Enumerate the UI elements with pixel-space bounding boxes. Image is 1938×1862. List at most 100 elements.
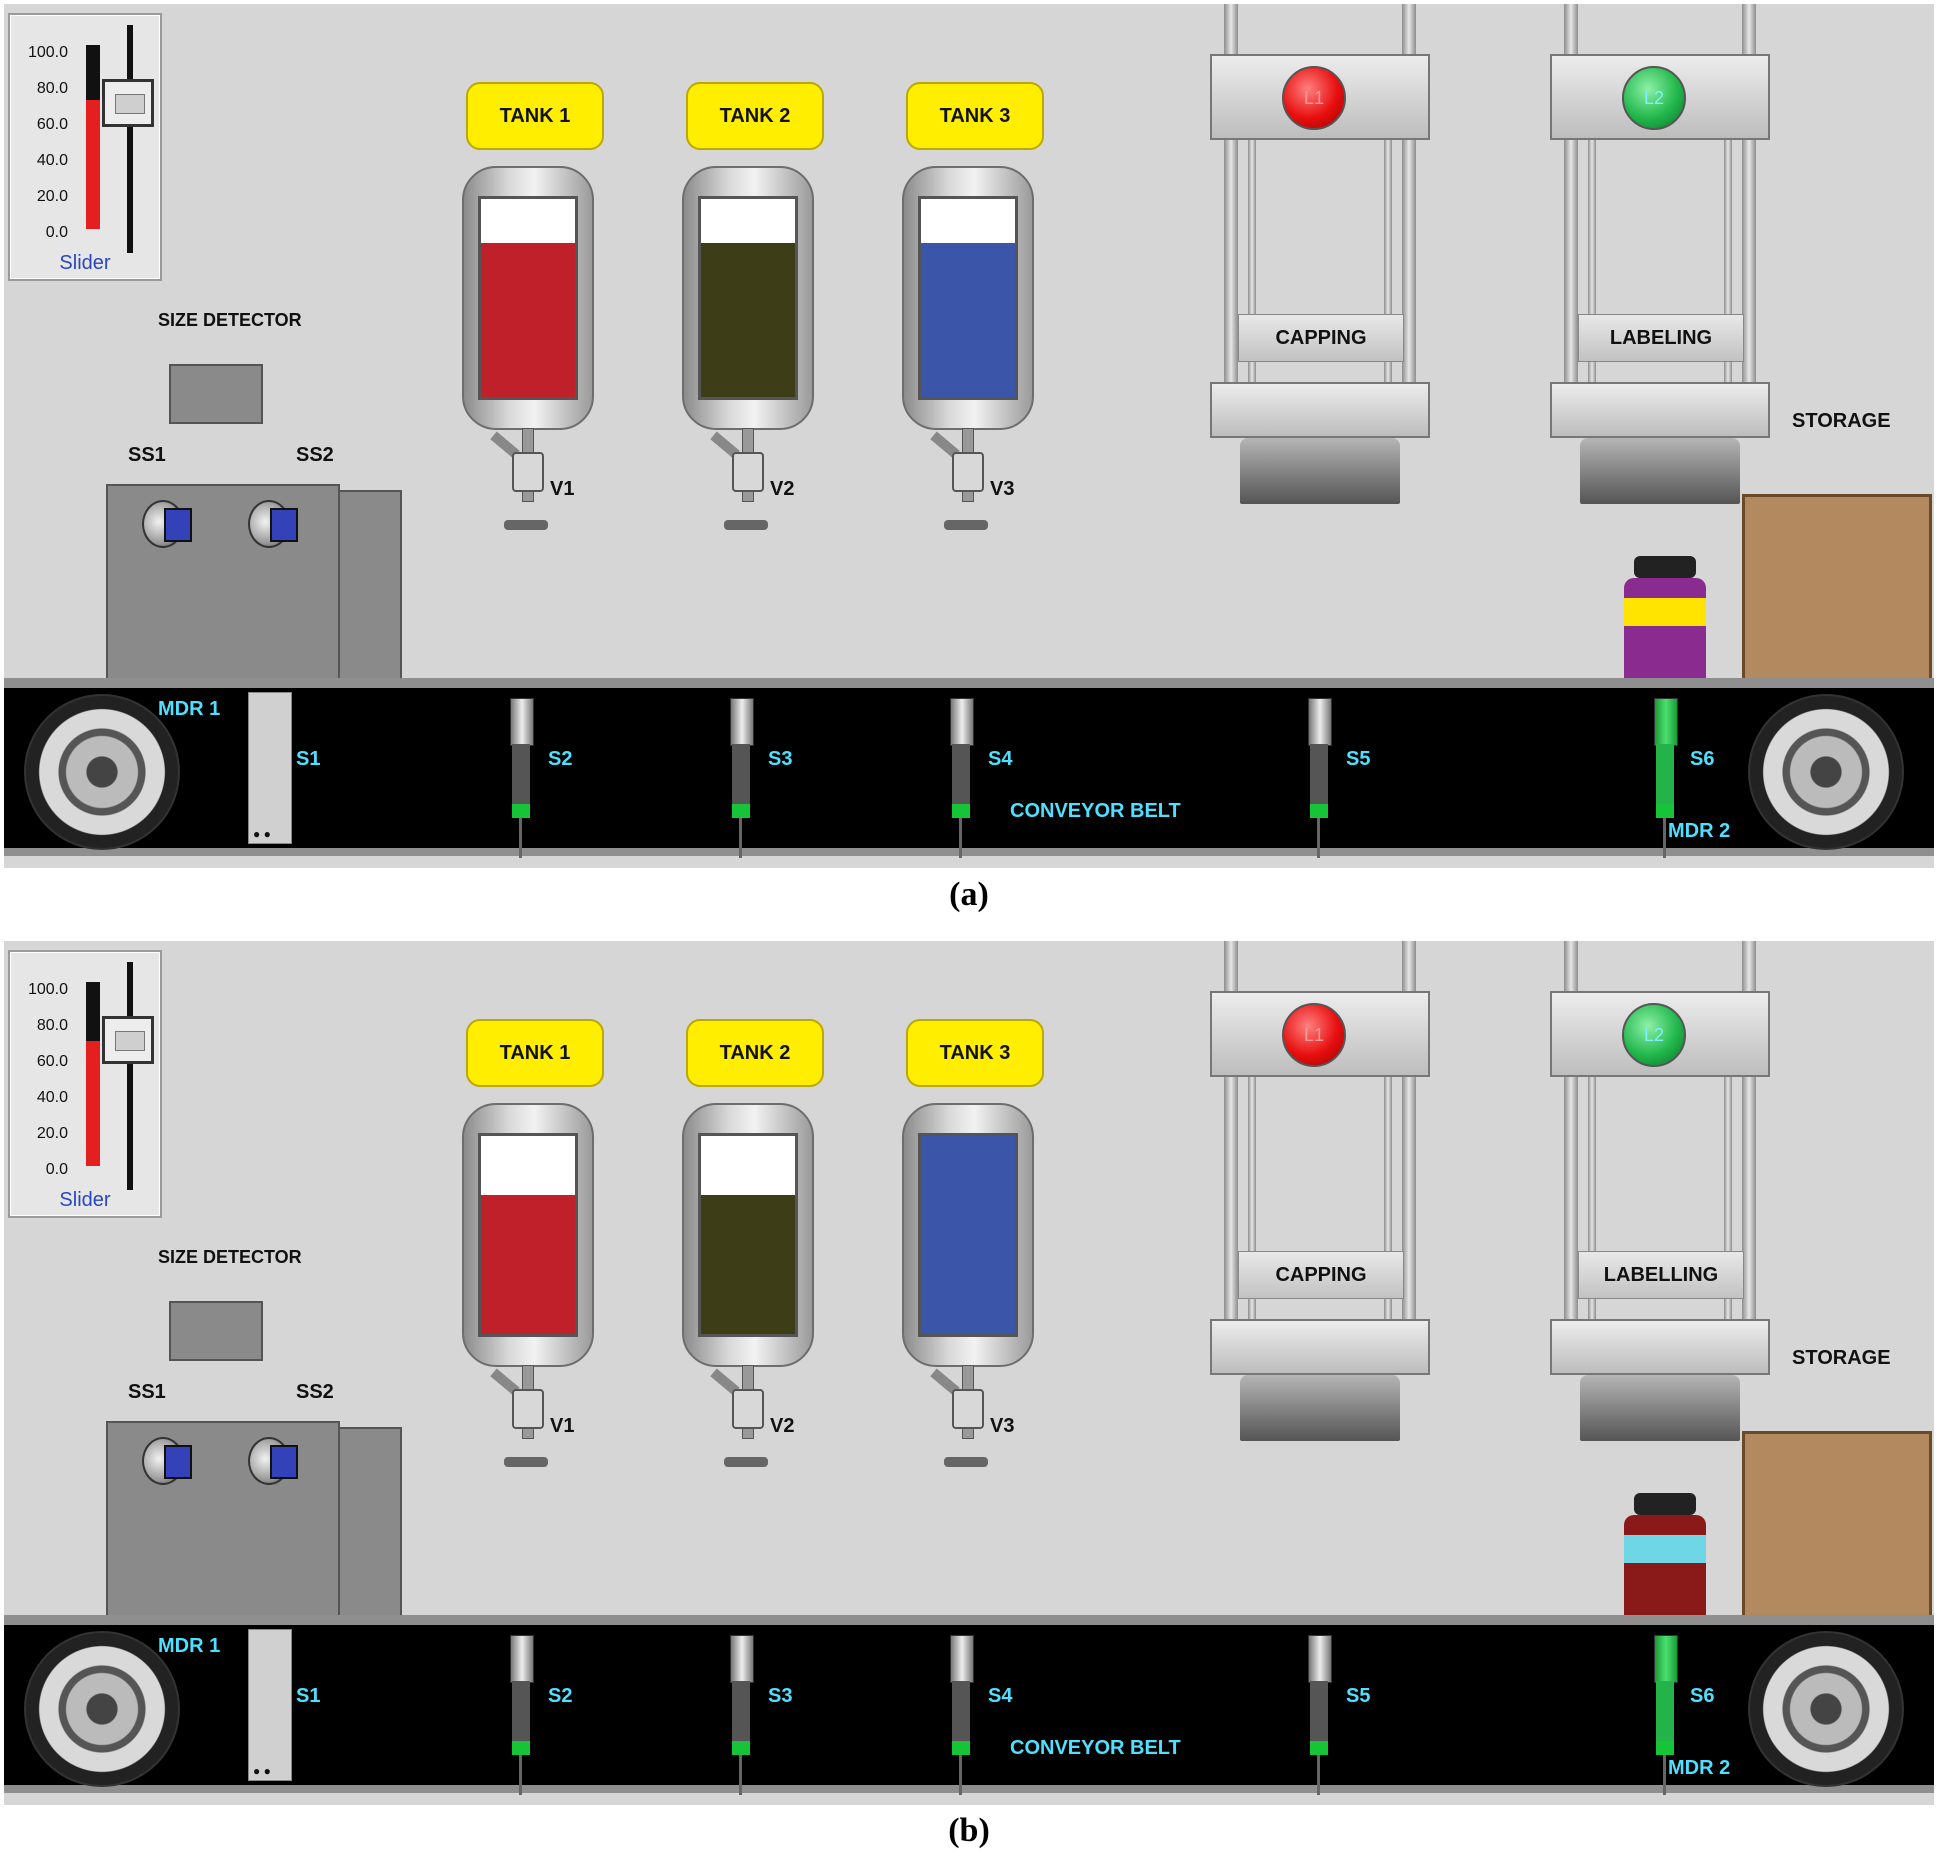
valve-1[interactable]: [490, 1365, 548, 1469]
tank-2-label: TANK 2: [686, 82, 824, 150]
ss1-label: SS1: [128, 444, 166, 466]
lamp-l2-indicator: L2: [1622, 66, 1686, 130]
tank-2-window: [698, 1133, 798, 1337]
tank-2-label: TANK 2: [686, 1019, 824, 1087]
ss2-label: SS2: [296, 444, 334, 466]
s5-label: S5: [1346, 748, 1371, 770]
s3-label: S3: [768, 748, 793, 770]
tank-1-liquid: [481, 1195, 575, 1334]
slider-tick: 100.0: [27, 981, 68, 998]
s6-label: S6: [1690, 748, 1715, 770]
station-1-label: CAPPING: [1238, 1251, 1404, 1299]
valve-3[interactable]: [930, 428, 988, 532]
mdr2-label: MDR 2: [1668, 1757, 1731, 1779]
slider-level-fill: [86, 100, 100, 229]
s4-proximity-sensor: [948, 698, 974, 858]
size-detector-title: SIZE DETECTOR: [158, 310, 302, 330]
mdr1-roller: [24, 694, 180, 850]
slider-knob[interactable]: [102, 1016, 154, 1064]
valve-1[interactable]: [490, 428, 548, 532]
ss1-sensor-body: [164, 508, 192, 542]
station-1-top-plate: L1: [1210, 54, 1430, 140]
tank-2: [682, 1103, 814, 1367]
station-2: L2 LABELLING: [1550, 941, 1770, 1445]
tank-3: [902, 1103, 1034, 1367]
slider-tick: 100.0: [27, 44, 68, 61]
size-detector-title: SIZE DETECTOR: [158, 1247, 302, 1267]
bottle-cap: [1634, 556, 1696, 578]
lamp-l1-indicator: L1: [1282, 1003, 1346, 1067]
tank-1-window: [478, 1133, 578, 1337]
caption-a: (a): [949, 876, 989, 913]
slider-level-bar: [86, 982, 100, 1166]
slider-tick: 20.0: [36, 188, 68, 205]
tank-3-window: [918, 1133, 1018, 1337]
s4-label: S4: [988, 1685, 1013, 1707]
slider-caption: Slider: [59, 1189, 111, 1211]
tank-2: [682, 166, 814, 430]
storage-label: STORAGE: [1792, 1347, 1891, 1369]
tank-1-liquid: [481, 242, 575, 397]
s5-label: S5: [1346, 1685, 1371, 1707]
tank-3-liquid: [921, 242, 1015, 397]
mdr2-roller: [1748, 1631, 1904, 1787]
ss1-sensor-body: [164, 1445, 192, 1479]
valve-2-label: V2: [770, 1415, 795, 1437]
s1-sensor: [248, 1629, 292, 1781]
s2-proximity-sensor: [508, 1635, 534, 1795]
valve-3-label: V3: [990, 1415, 1015, 1437]
station-1-base: [1240, 438, 1400, 504]
slider-tick: 80.0: [36, 1017, 68, 1034]
ss2-sensor-body: [270, 1445, 298, 1479]
tank-3-label: TANK 3: [906, 1019, 1044, 1087]
slider-tick: 60.0: [36, 116, 68, 133]
station-1-top-plate: L1: [1210, 991, 1430, 1077]
station-2-base: [1580, 1375, 1740, 1441]
tank-2-liquid: [701, 242, 795, 397]
station-1: L1 CAPPING: [1210, 4, 1430, 508]
valve-2[interactable]: [710, 428, 768, 532]
mdr1-roller: [24, 1631, 180, 1787]
ss2-sensor-body: [270, 508, 298, 542]
station-1-bottom-plate: [1210, 382, 1430, 438]
mdr1-label: MDR 1: [158, 698, 221, 720]
valve-3-label: V3: [990, 478, 1015, 500]
valve-2[interactable]: [710, 1365, 768, 1469]
s3-proximity-sensor: [728, 1635, 754, 1795]
ss2-label: SS2: [296, 1381, 334, 1403]
slider-rail[interactable]: [127, 962, 133, 1190]
storage-crate: [1742, 1431, 1932, 1631]
tank-2-liquid: [701, 1195, 795, 1334]
mdr2-label: MDR 2: [1668, 820, 1731, 842]
size-detector-housing: [106, 1421, 340, 1619]
size-detector-housing: [106, 484, 340, 682]
lamp-l1-indicator: L1: [1282, 66, 1346, 130]
valve-1-label: V1: [550, 1415, 575, 1437]
station-2-top-plate: L2: [1550, 991, 1770, 1077]
s6-proximity-sensor: [1652, 1635, 1678, 1795]
conveyor-label: CONVEYOR BELT: [1010, 800, 1181, 822]
tank-3-window: [918, 196, 1018, 400]
s3-label: S3: [768, 1685, 793, 1707]
mdr1-label: MDR 1: [158, 1635, 221, 1657]
bottle-cap: [1634, 1493, 1696, 1515]
station-1-label: CAPPING: [1238, 314, 1404, 362]
slider-rail[interactable]: [127, 25, 133, 253]
size-detector-frame: [169, 364, 263, 424]
tank-1-label: TANK 1: [466, 1019, 604, 1087]
valve-3[interactable]: [930, 1365, 988, 1469]
tank-1: [462, 1103, 594, 1367]
storage-label: STORAGE: [1792, 410, 1891, 432]
size-detector-chute: [338, 490, 402, 682]
station-2-bottom-plate: [1550, 1319, 1770, 1375]
tank-3-liquid: [921, 1136, 1015, 1334]
station-1-base: [1240, 1375, 1400, 1441]
s2-label: S2: [548, 1685, 573, 1707]
s6-proximity-sensor: [1652, 698, 1678, 858]
s5-proximity-sensor: [1306, 698, 1332, 858]
conveyor-label: CONVEYOR BELT: [1010, 1737, 1181, 1759]
slider-knob[interactable]: [102, 79, 154, 127]
